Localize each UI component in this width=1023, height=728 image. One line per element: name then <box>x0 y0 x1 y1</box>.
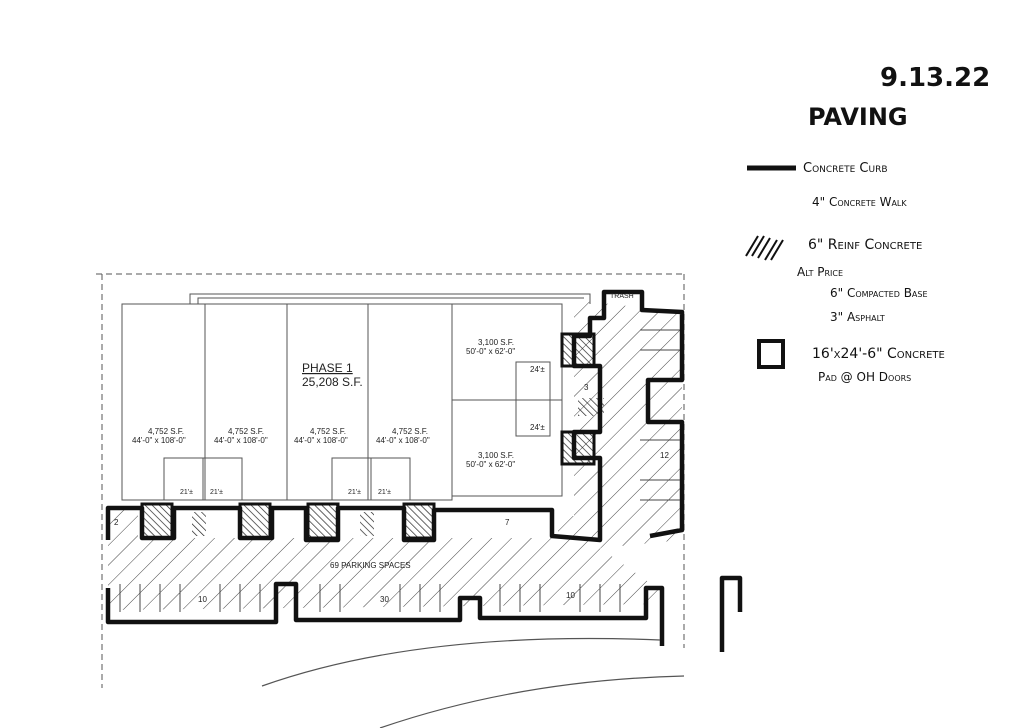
dimension-marks: 24'± 24'± 21'± 21'± 21'± 21'± <box>180 365 545 496</box>
space-count-labels: 2 7 10 30 10 12 3 <box>114 383 669 604</box>
parking-stalls <box>119 329 680 612</box>
access-road <box>261 637 685 728</box>
paving-area <box>108 300 682 610</box>
suite-2-area: 4,752 S.F. <box>228 427 264 436</box>
legend-pad-line2: Pad @ OH Doors <box>818 370 911 384</box>
legend-walk-label: 4" Concrete Walk <box>812 195 907 209</box>
space-count: 10 <box>198 595 207 604</box>
suite-2-dims: 44'-0" x 108'-0" <box>214 436 268 445</box>
legend-asphalt: 3" Asphalt <box>830 310 885 324</box>
east-suite-1-dims: 50'-0" x 62'-0" <box>466 347 515 356</box>
dim-mark: 24'± <box>530 423 545 432</box>
suite-4-dims: 44'-0" x 108'-0" <box>376 436 430 445</box>
drawing-date: 9.13.22 <box>880 63 990 93</box>
building-outline <box>121 293 591 501</box>
trash-label: TRASH <box>610 293 634 300</box>
concrete-curb-lines <box>105 289 743 652</box>
pad-swatch <box>757 339 785 369</box>
site-plan: PHASE 1 25,208 S.F. 4,752 S.F. 44'-0" x … <box>96 273 743 728</box>
suite-3-area: 4,752 S.F. <box>310 427 346 436</box>
legend-item-asphalt: Alt Price 6" Compacted Base 3" Asphalt <box>797 265 928 324</box>
phase-area: 25,208 S.F. <box>302 375 363 389</box>
legend-item-curb: Concrete Curb <box>747 161 888 176</box>
legend-compacted-base: 6" Compacted Base <box>830 286 928 300</box>
space-count: 10 <box>566 591 575 600</box>
suite-3-dims: 44'-0" x 108'-0" <box>294 436 348 445</box>
legend-item-pad: 16'x24'-6" Concrete Pad @ OH Doors <box>757 339 945 384</box>
suite-1-dims: 44'-0" x 108'-0" <box>132 436 186 445</box>
east-suite-2-dims: 50'-0" x 62'-0" <box>466 460 515 469</box>
legend-item-walk: 4" Concrete Walk <box>812 195 907 209</box>
suite-labels: 4,752 S.F. 44'-0" x 108'-0" 4,752 S.F. 4… <box>132 338 515 469</box>
legend: Concrete Curb 4" Concrete Walk 6" Reinf … <box>745 161 945 384</box>
legend-item-reinf-concrete: 6" Reinf Concrete <box>745 235 922 261</box>
suite-1-area: 4,752 S.F. <box>148 427 184 436</box>
dim-mark: 21'± <box>378 489 391 496</box>
legend-curb-label: Concrete Curb <box>803 161 888 176</box>
drawing-title: PAVING <box>808 103 908 131</box>
space-count: 2 <box>114 518 119 527</box>
legend-alt-price: Alt Price <box>797 265 843 279</box>
legend-pad-line1: 16'x24'-6" Concrete <box>812 346 945 362</box>
parking-spaces-label: 69 PARKING SPACES <box>330 561 411 570</box>
space-count: 7 <box>505 518 510 527</box>
dim-mark: 21'± <box>180 489 193 496</box>
east-suite-1-area: 3,100 S.F. <box>478 338 514 347</box>
dim-mark: 21'± <box>348 489 361 496</box>
space-count: 12 <box>660 451 669 460</box>
space-count: 30 <box>380 595 389 604</box>
hatch-swatch <box>745 235 784 261</box>
dim-mark: 21'± <box>210 489 223 496</box>
phase-title: PHASE 1 <box>302 361 353 375</box>
east-suite-2-area: 3,100 S.F. <box>478 451 514 460</box>
dim-mark: 24'± <box>530 365 545 374</box>
space-count: 3 <box>584 383 589 392</box>
suite-4-area: 4,752 S.F. <box>392 427 428 436</box>
legend-reinf-label: 6" Reinf Concrete <box>808 237 922 253</box>
